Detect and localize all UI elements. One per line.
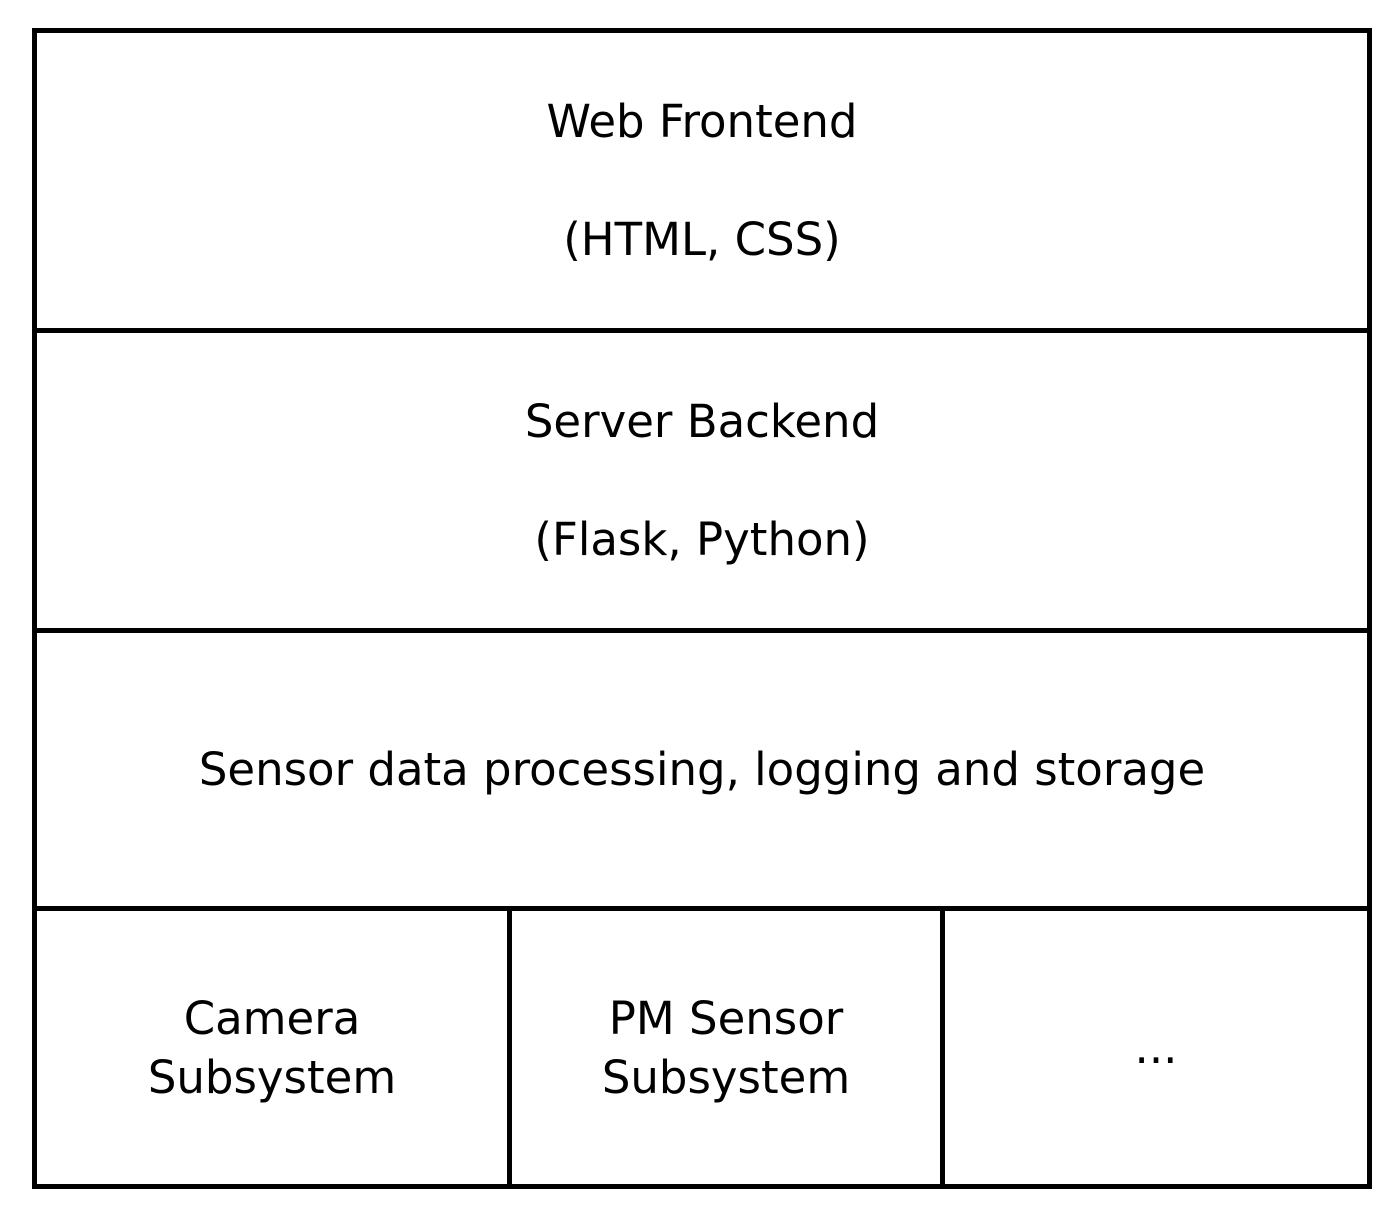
architecture-stack-diagram: Web Frontend (HTML, CSS) Server Backend … — [32, 28, 1372, 1189]
camera-subsystem-line1: Camera — [183, 991, 361, 1045]
more-subsystems-cell: ... — [940, 911, 1367, 1184]
camera-subsystem-label: Camera Subsystem — [148, 989, 396, 1107]
pm-sensor-subsystem-cell: PM Sensor Subsystem — [507, 911, 940, 1184]
camera-subsystem-line2: Subsystem — [147, 1050, 397, 1104]
pm-sensor-subsystem-label: PM Sensor Subsystem — [602, 989, 850, 1107]
web-frontend-title: Web Frontend — [546, 95, 858, 148]
subsystems-row: Camera Subsystem PM Sensor Subsystem ... — [37, 906, 1367, 1184]
pm-sensor-subsystem-line2: Subsystem — [601, 1050, 851, 1104]
web-frontend-layer: Web Frontend (HTML, CSS) — [37, 33, 1367, 328]
sensor-processing-label: Sensor data processing, logging and stor… — [199, 681, 1205, 858]
server-backend-layer: Server Backend (Flask, Python) — [37, 328, 1367, 628]
more-subsystems-label: ... — [1135, 1018, 1178, 1077]
sensor-processing-layer: Sensor data processing, logging and stor… — [37, 628, 1367, 906]
server-backend-label: Server Backend (Flask, Python) — [525, 333, 879, 628]
pm-sensor-subsystem-line1: PM Sensor — [608, 991, 844, 1045]
sensor-processing-title: Sensor data processing, logging and stor… — [198, 743, 1206, 796]
server-backend-title: Server Backend — [524, 395, 880, 448]
camera-subsystem-cell: Camera Subsystem — [37, 911, 507, 1184]
web-frontend-tech: (HTML, CSS) — [563, 213, 841, 266]
more-subsystems-ellipsis: ... — [1134, 1021, 1178, 1074]
web-frontend-label: Web Frontend (HTML, CSS) — [546, 33, 857, 328]
server-backend-tech: (Flask, Python) — [534, 513, 870, 566]
